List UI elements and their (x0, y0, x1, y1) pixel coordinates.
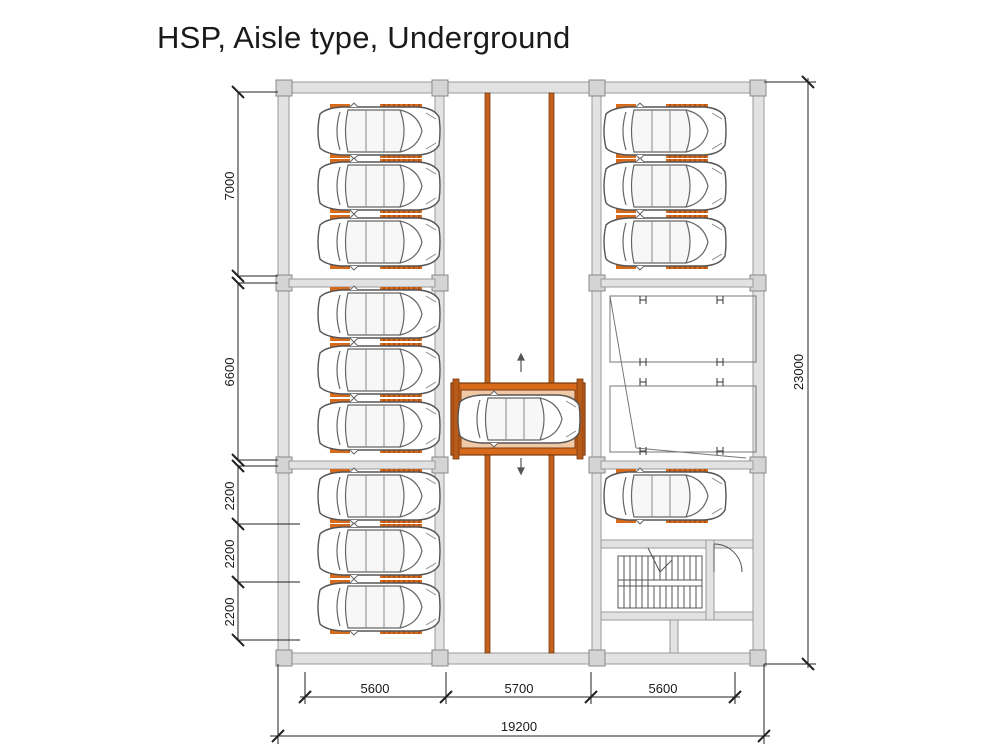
dim-label-bay-low-2: 2200 (222, 540, 237, 569)
dim-label-total-width: 19200 (501, 719, 537, 734)
dimension-lines (231, 75, 816, 744)
columns (275, 79, 767, 667)
dim-label-width-left: 5600 (361, 681, 390, 696)
diagram-title: HSP, Aisle type, Underground (157, 20, 571, 55)
dim-label-width-right: 5600 (649, 681, 678, 696)
aisle-rails (484, 92, 555, 654)
dim-label-total-height: 23000 (791, 354, 806, 390)
stairwell (600, 539, 754, 654)
aisle-walls (434, 81, 602, 665)
travel-arrows (517, 352, 525, 476)
dim-label-bay-middle: 6600 (222, 358, 237, 387)
dim-label-width-aisle: 5700 (505, 681, 534, 696)
shuttle-car (457, 390, 581, 448)
dim-label-bay-low-3: 2200 (222, 598, 237, 627)
bay-dividers (288, 278, 754, 470)
dim-label-bay-low-1: 2200 (222, 482, 237, 511)
lift-area (609, 295, 757, 459)
left-parking-bays (317, 102, 441, 636)
dim-label-bay-top: 7000 (222, 172, 237, 201)
